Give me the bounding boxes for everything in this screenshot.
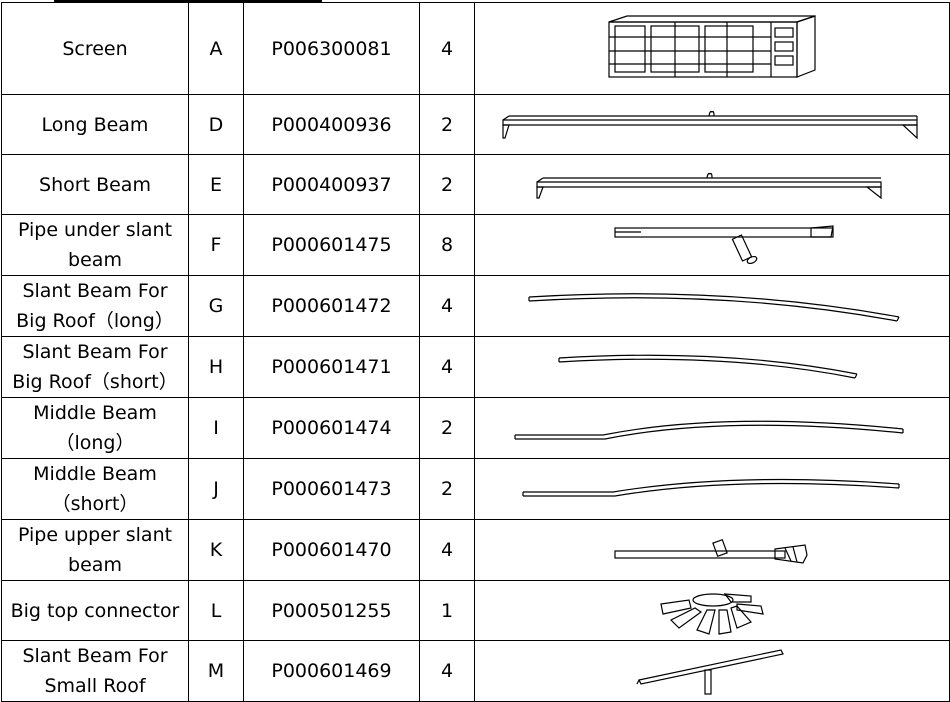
table-row: Middle Beam （short） J P000601473 2 [1,458,950,520]
part-code: I [188,397,244,459]
part-code: A [188,2,244,95]
part-number: P000601470 [243,519,420,581]
part-number: P000501255 [243,580,420,641]
part-number: P000400936 [243,94,420,155]
part-code: F [188,214,244,276]
part-quantity: 2 [419,458,475,520]
part-image-cell [474,214,950,276]
part-image-cell [474,275,950,337]
slant-beam-small-roof-drawing [636,649,784,695]
part-quantity: 4 [419,519,475,581]
part-name: Screen [1,2,189,95]
part-image-cell [474,580,950,641]
part-name: Middle Beam （short） [1,458,189,520]
part-image-cell [474,640,950,702]
part-quantity: 4 [419,275,475,337]
part-code: M [188,640,244,702]
part-code: H [188,336,244,398]
pipe-upper-slant-beam-drawing [614,538,808,564]
part-quantity: 4 [419,640,475,702]
part-number: P000601475 [243,214,420,276]
pipe-under-slant-beam-drawing [614,225,834,265]
table-row: Pipe upper slant beam K P000601470 4 [1,519,950,581]
middle-beam-short-drawing [522,478,900,497]
part-name: Middle Beam （long） [1,397,189,459]
big-top-connector-drawing [660,592,764,635]
part-name: Short Beam [1,154,189,215]
long-beam-drawing [502,110,918,139]
part-name: Slant Beam For Big Roof（short） [1,336,189,398]
part-quantity: 2 [419,94,475,155]
part-code: L [188,580,244,641]
part-image-cell [474,397,950,459]
part-code: E [188,154,244,215]
part-image-cell [474,2,950,95]
part-code: J [188,458,244,520]
slant-beam-long-drawing [528,293,900,322]
part-code: G [188,275,244,337]
part-image-cell [474,519,950,581]
part-name: Slant Beam For Small Roof [1,640,189,702]
part-code: D [188,94,244,155]
part-quantity: 4 [419,336,475,398]
part-name: Big top connector [1,580,189,641]
part-quantity: 2 [419,397,475,459]
table-row: Short Beam E P000400937 2 [1,154,950,215]
screen-panel-drawing [608,14,816,78]
table-row: Slant Beam For Big Roof（long） G P0006014… [1,275,950,337]
table-row: Slant Beam For Small Roof M P000601469 4 [1,640,950,702]
slant-beam-short-drawing [558,354,858,379]
part-number: P000601471 [243,336,420,398]
table-row: Long Beam D P000400936 2 [1,94,950,155]
table-row: Screen A P006300081 4 [1,2,950,95]
part-quantity: 8 [419,214,475,276]
header-underline [54,0,322,2]
table-row: Middle Beam （long） I P000601474 2 [1,397,950,459]
part-code: K [188,519,244,581]
part-image-cell [474,336,950,398]
part-image-cell [474,458,950,520]
part-name: Pipe under slant beam [1,214,189,276]
part-name: Long Beam [1,94,189,155]
table-row: Slant Beam For Big Roof（short） H P000601… [1,336,950,398]
part-quantity: 4 [419,2,475,95]
part-name: Pipe upper slant beam [1,519,189,581]
table-row: Pipe under slant beam F P000601475 8 [1,214,950,276]
part-number: P006300081 [243,2,420,95]
middle-beam-long-drawing [514,420,904,440]
part-image-cell [474,94,950,155]
part-number: P000601469 [243,640,420,702]
part-number: P000601472 [243,275,420,337]
part-quantity: 1 [419,580,475,641]
part-number: P000601473 [243,458,420,520]
table-row: Big top connector L P000501255 1 [1,580,950,641]
part-name: Slant Beam For Big Roof（long） [1,275,189,337]
part-number: P000601474 [243,397,420,459]
short-beam-drawing [536,172,882,199]
part-quantity: 2 [419,154,475,215]
part-image-cell [474,154,950,215]
part-number: P000400937 [243,154,420,215]
